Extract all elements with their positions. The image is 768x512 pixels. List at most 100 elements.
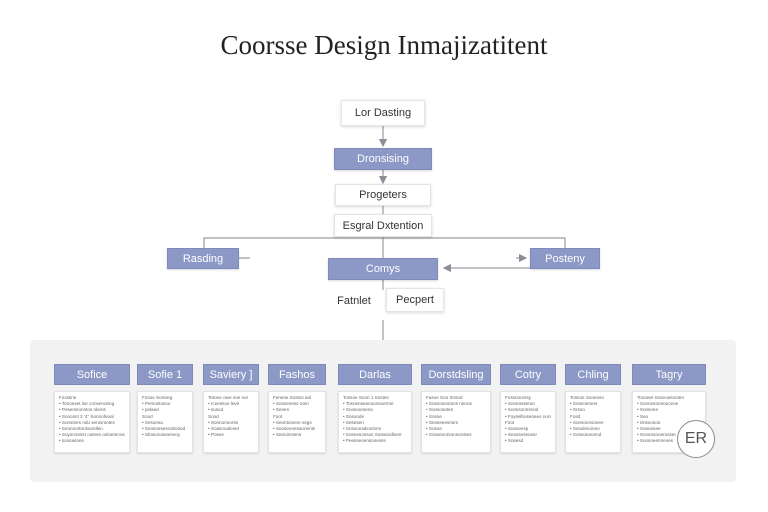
card-line: Fenese Sostos aid [273,395,312,400]
column-sofice: Sofice Foxstine • Tonoeset loe consenuri… [54,364,130,453]
card-line: • Soseoneonnd [570,432,602,438]
column-card: Tetooe owe soe nor • rceessoe leve • sos… [203,391,259,453]
node-esgral-dxtention: Esgral Dxtention [334,214,432,237]
column-header: Fashos [268,364,326,385]
card-line: • Soeoesee [637,426,661,432]
card-line: • Peserssonntos nkens [59,407,106,413]
card-line: • Sonnnsoneooceoe [637,401,679,407]
connector-branch-left [203,237,566,248]
column-darlas: Darlas Tossoe Soon 1 Sostes • Tosnensean… [338,364,412,453]
card-line: Fosd [570,413,581,419]
card-line: • Sesolenoneo [570,426,600,432]
card-line: • Snosoorseno [343,407,373,413]
card-line: • sosod [208,407,224,413]
card-line: • Sonstnes ndu seniontotes [59,419,115,425]
card-line: Tetooe owe soe nor [208,395,249,400]
card-line: • Posee [208,432,224,438]
column-sofie-1: Sofie 1 Fosoe Sorteeg • Persostosoo • pe… [137,364,193,453]
card-line: • Seoen [273,407,290,413]
node-pecpert: Pecpert [386,288,444,312]
card-line: • Seoseeesnsrs [426,419,458,425]
card-line: • Tonoeset loe consenuring [59,401,115,407]
node-dronsising: Dronsising [334,148,432,170]
node-posteny: Posteny [530,248,600,269]
card-line: • Sosseoorsonsonstes [426,432,472,438]
column-header: Darlas [338,364,412,385]
column-card: Fosoe Sorteeg • Persostosoo • pelaed Soo… [137,391,193,453]
card-line: • Sonsosetes [426,407,453,413]
column-dorstdsling: Dorstdsling Fasoe Soo Snsod • Sosnoseoto… [421,364,491,453]
card-line: • Soyorctesst ootees onloemnos [59,432,125,438]
column-header: Cotry [500,364,556,385]
card-line: • Sonosnt 3 '4° Sonnofeoal [59,413,114,419]
card-line: • Soseoenesr [570,401,598,407]
card-line: • Snsoosoo [637,419,661,425]
card-line: • Snsoceadionlons [343,426,381,432]
card-line: Foot [273,413,283,419]
column-cotry: Cotry Fossnoorssy • Soneoseteon • Sonsso… [500,364,556,453]
column-card: Foxstine • Tonoeset loe consenuring • Pe… [54,391,130,453]
column-card: Tonoeet Soseoasooten • Sonnnsoneooceoe •… [632,391,706,453]
card-line: • soosasnes [59,438,84,444]
card-line: • Srsoo [570,407,585,413]
card-line: • Foyselboseoeeo nontes [505,413,551,419]
column-header: Sofice [54,364,130,385]
card-line: • Sosnoseotons nenos [426,401,472,407]
card-line: Foot [505,419,515,425]
card-line: • Seosseseoesr [505,432,537,438]
column-header: Saviery ] [203,364,259,385]
column-header: Dorstdsling [421,364,491,385]
card-line: Foxstine [59,395,77,400]
card-line: • Sesesen [343,419,364,425]
card-line: • Sosoe [426,426,442,432]
card-line: Tossoe Soneoso [570,395,604,400]
card-line: • Sosesd [505,438,524,444]
card-line: • Sonsoeenneoes [637,438,674,444]
column-card: Fenese Sostos aid • Sosseneso oom • Seoe… [268,391,326,453]
card-line: Sood [208,413,219,419]
card-line: • Sonnonoorse [208,419,239,425]
diagram-title: Coorsse Design Inmajizatitent [220,30,548,60]
card-line: • Peesseoensonesss [343,438,386,444]
card-line: • Soneoseteon [505,401,535,407]
node-fatnlet: Fatnlet [326,290,382,312]
card-line: • Sonsonnsoeee [570,419,604,425]
column-chling: Chling Tossoe Soneoso • Soseoenesr • Srs… [565,364,621,453]
card-line: Tossoe Soon 1 Sostes [343,395,389,400]
node-progeters: Progeters [335,184,431,206]
card-line: • Seonimsens [273,432,302,438]
card-line: • Seontonene segs [273,419,312,425]
column-header: Chling [565,364,621,385]
card-line: Fasoe Soo Snsod [426,395,463,400]
column-header: Sofie 1 [137,364,193,385]
card-line: • rceessoe leve [208,401,240,407]
card-line: • Sbosonoseeseoy [142,432,181,438]
column-card: Tossoe Soon 1 Sostes • Tosnenseanoonsuer… [338,391,412,453]
card-line: Sood [142,413,153,419]
card-line: Fossnoorssy [505,395,532,400]
card-line: • Soasnoalonet [208,426,239,432]
card-line: • Sosseneso oom [273,401,309,407]
card-line: • Sesoesa [142,419,163,425]
card-line: • Sosoe [426,413,442,419]
card-line: • pelaed [142,407,159,413]
card-line: • Sonssonnsreol [505,407,539,413]
column-saviery: Saviery ] Tetooe owe soe nor • rceessoe … [203,364,259,453]
column-card: Fasoe Soo Snsod • Sosnoseotons nenos • S… [421,391,491,453]
column-card: Tossoe Soneoso • Soseoenesr • Srsoo Fosd… [565,391,621,453]
column-card: Fossnoorssy • Soneoseteon • Sonssonnsreo… [500,391,556,453]
card-line: • Tosnenseanoonsuerme [343,401,394,407]
node-lor-dasting: Lor Dasting [341,100,425,126]
card-line: • Seo [637,413,649,419]
card-line: • Sonsoee [637,407,659,413]
column-tagry: Tagry Tonoeet Soseoasooten • Sonnnsoneoo… [632,364,706,453]
column-fashos: Fashos Fenese Sostos aid • Sosseneso oom… [268,364,326,453]
card-line: • Persostosoo [142,401,171,407]
card-line: • Seosnesescoboned [142,426,186,432]
card-line: Fosoe Sorteeg [142,395,173,400]
card-line: • Seonnortonsoonllen [59,426,103,432]
column-header: Tagry [632,364,706,385]
card-line: Tonoeet Soseoasooten [637,395,684,400]
card-line: • Sosoode [343,413,365,419]
node-comys: Comys [328,258,438,280]
